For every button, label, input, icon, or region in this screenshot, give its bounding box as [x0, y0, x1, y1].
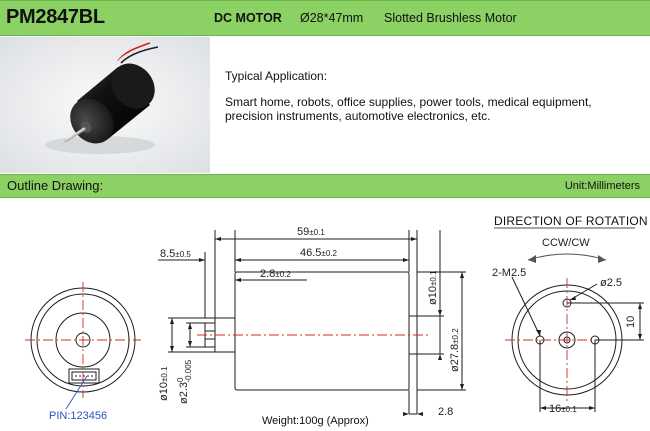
- side-view: [204, 271, 418, 391]
- hole-diameter: ø2.5: [600, 277, 622, 289]
- model-prefix: PM: [6, 6, 36, 28]
- dim-shaft-length: 8.5±0.5: [160, 248, 191, 260]
- rotation-direction: CCW/CW: [542, 237, 590, 249]
- hole-label: 2-M2.5: [492, 267, 526, 279]
- model-suffix: 2847BL: [35, 6, 105, 28]
- model-number: PM2847BL: [6, 6, 105, 29]
- application-line-2: precision instruments, automotive electr…: [225, 109, 491, 123]
- dim-body-diameter: ø27.8±0.2: [449, 328, 461, 372]
- product-photo: [0, 37, 210, 173]
- size-label: Ø28*47mm: [300, 11, 364, 25]
- category-label: DC MOTOR: [214, 11, 282, 25]
- type-label: Slotted Brushless Motor: [384, 11, 517, 25]
- dim-shaft-diameter: ø2.30-0.005: [176, 359, 193, 404]
- outline-bar: Outline Drawing: Unit:Millimeters: [0, 174, 650, 198]
- application-line-1: Smart home, robots, office supplies, pow…: [225, 95, 592, 109]
- pin-label: PIN:123456: [49, 410, 107, 422]
- dim-rear-length: 2.8: [438, 406, 453, 418]
- application-heading: Typical Application:: [225, 69, 328, 83]
- rotation-title: DIRECTION OF ROTATION: [494, 214, 648, 228]
- dim-length: 59±0.1: [297, 226, 325, 238]
- dim-boss-length: 2.8±0.2: [260, 268, 291, 280]
- motor-photo-image: [0, 37, 210, 173]
- dim-front-diameter: ø10±0.1: [158, 366, 170, 401]
- dim-body-length: 46.5±0.2: [300, 247, 337, 259]
- outline-drawing: 59±0.1 46.5±0.2 2.8±0.2 8.5±0.5 2.8 ø10±…: [25, 214, 648, 427]
- hole-offset: 10: [625, 316, 637, 328]
- weight-label: Weight:100g (Approx): [262, 415, 369, 427]
- outline-title: Outline Drawing:: [7, 178, 104, 193]
- dim-rear-diameter: ø10±0.1: [427, 270, 439, 305]
- hole-spacing: 16±0.1: [549, 403, 577, 415]
- unit-label: Unit:Millimeters: [564, 180, 640, 192]
- header-bar: PM2847BL DC MOTOR Ø28*47mm Slotted Brush…: [0, 0, 650, 36]
